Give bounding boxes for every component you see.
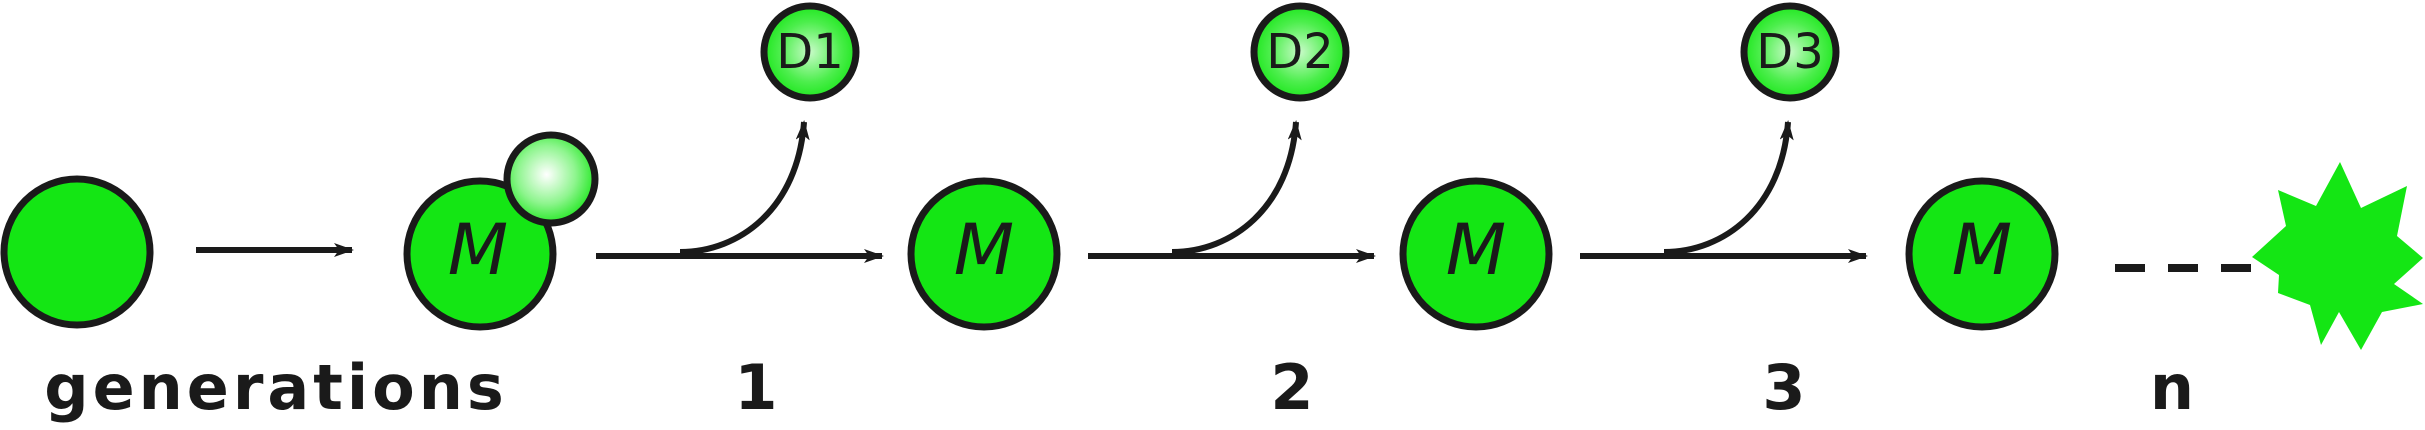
mother-cell-gen3: M (1905, 177, 2059, 331)
branch-arrow-d3 (1663, 120, 1794, 255)
daughter-2-label: D2 (1266, 24, 1334, 80)
initial-cell (0, 175, 154, 329)
mother-cell-budding: M (403, 131, 599, 331)
daughter-3-label: D3 (1756, 24, 1824, 80)
mother-label-gen3: M (1952, 209, 2012, 291)
mother-cell-gen2: M (1399, 177, 1553, 331)
branch-arrow-d2 (1171, 120, 1302, 255)
gen-n-label: n (2150, 351, 2198, 424)
daughter-cell-3: D3 (1740, 2, 1840, 102)
bud (503, 131, 599, 227)
starburst-death-icon (2252, 162, 2423, 350)
gen-2-label: 2 (1270, 351, 1317, 424)
generations-label: generations (44, 351, 508, 424)
branch-arrow-d1 (679, 120, 810, 255)
mother-label: M (448, 209, 508, 291)
gen-1-label: 1 (734, 351, 781, 424)
daughter-cell-2: D2 (1250, 2, 1350, 102)
gen-3-label: 3 (1762, 351, 1809, 424)
daughter-1-label: D1 (776, 24, 844, 80)
daughter-cell-1: D1 (760, 2, 860, 102)
mother-label-gen1: M (954, 209, 1014, 291)
mother-label-gen2: M (1446, 209, 1506, 291)
mother-cell-gen1: M (907, 177, 1061, 331)
